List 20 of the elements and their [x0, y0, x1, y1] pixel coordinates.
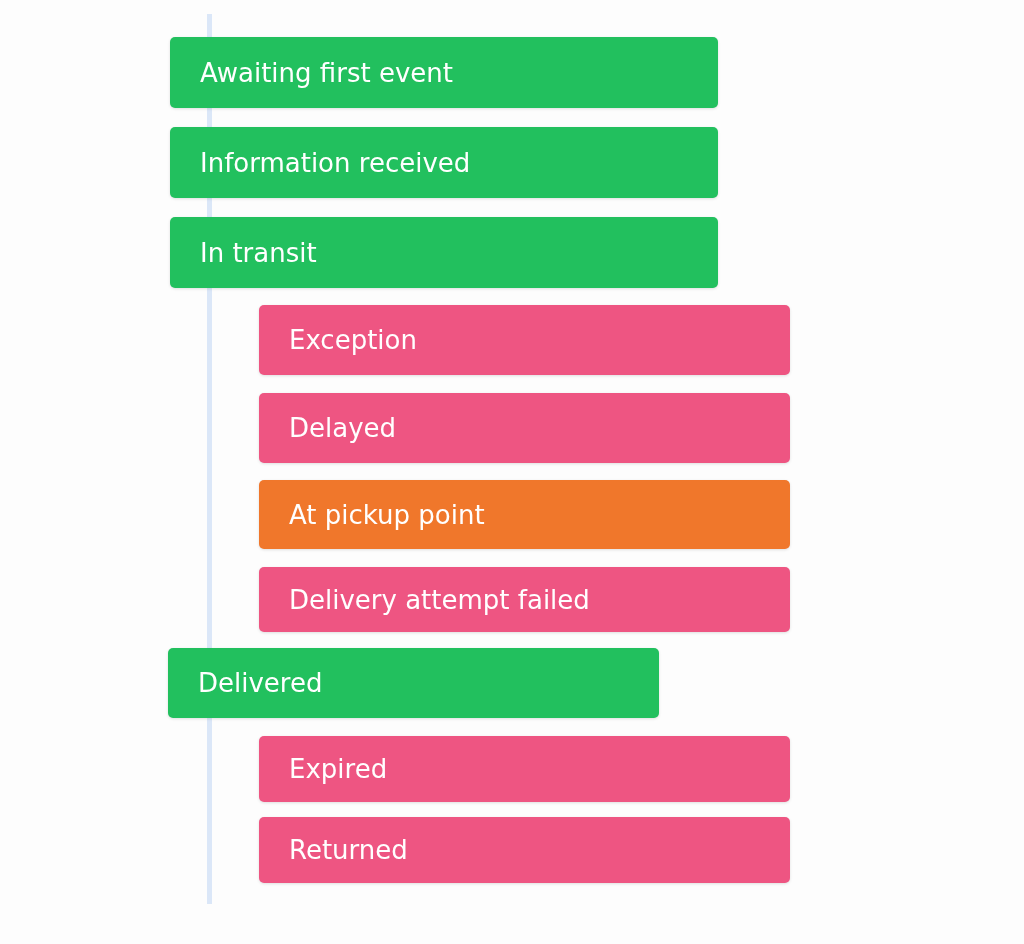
status-label: Delivered: [198, 668, 323, 698]
status-label: Delivery attempt failed: [289, 584, 590, 615]
status-bar: [259, 736, 790, 802]
status-bar: [170, 217, 718, 288]
status-label: Expired: [289, 754, 388, 784]
status-label: Delayed: [289, 413, 397, 443]
status-label: Awaiting first event: [200, 57, 453, 88]
status-bar: [259, 393, 790, 463]
status-bar: [259, 305, 790, 375]
status-bar: [259, 817, 790, 883]
status-label: At pickup point: [289, 499, 485, 530]
status-bar: [259, 567, 790, 632]
status-label: Exception: [289, 325, 417, 355]
status-bar: [168, 648, 659, 718]
status-bar: [170, 37, 718, 108]
status-bar: [170, 127, 718, 198]
status-label: In transit: [200, 237, 317, 268]
status-label: Returned: [289, 835, 408, 865]
status-label: Information received: [200, 147, 471, 178]
status-bar: [259, 480, 790, 549]
